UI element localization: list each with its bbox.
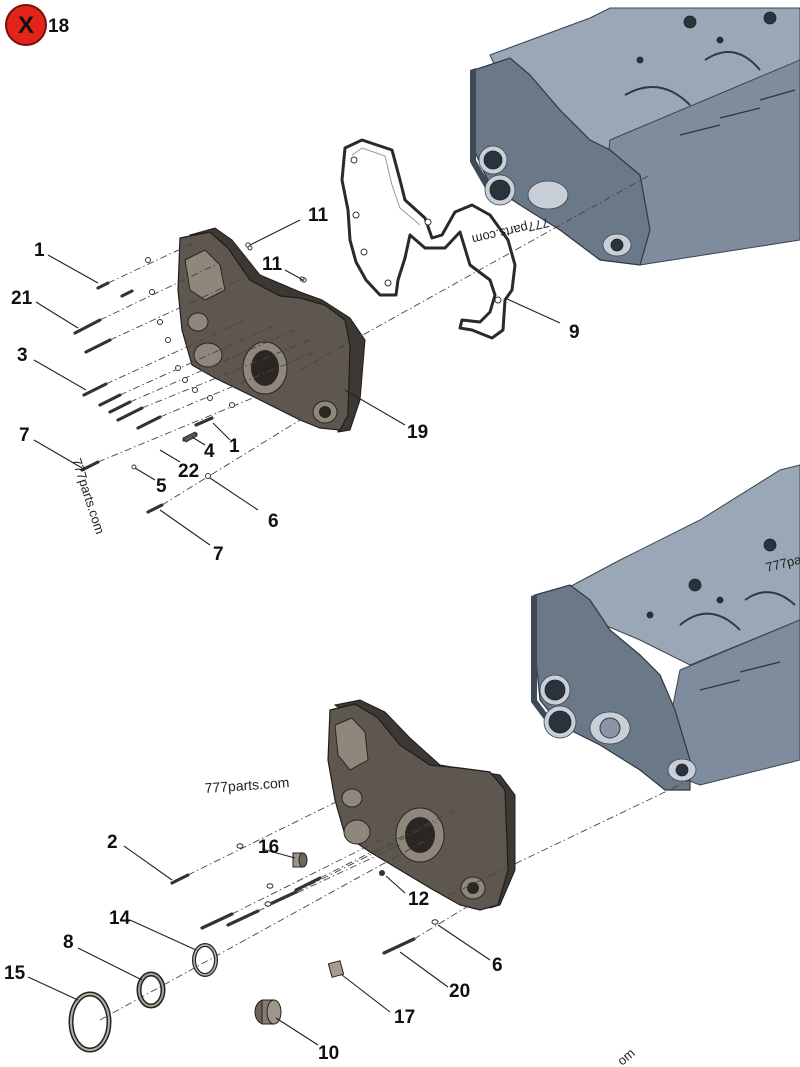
callout-5: 5 xyxy=(156,476,167,497)
callout-leaders-top xyxy=(33,219,561,546)
callout-leaders-bottom xyxy=(27,845,491,1046)
callout-6: 6 xyxy=(492,955,503,976)
callout-1: 1 xyxy=(34,240,45,261)
callout-7: 7 xyxy=(19,425,30,446)
cover-parts-bottom xyxy=(68,799,471,1053)
callout-1: 1 xyxy=(229,436,240,457)
callout-9: 9 xyxy=(569,322,580,343)
cover-bolts-top xyxy=(73,239,321,514)
close-badge-circle[interactable] xyxy=(5,4,47,46)
callout-8: 8 xyxy=(63,932,74,953)
front-cover-housing-top xyxy=(177,227,366,433)
callout-14: 14 xyxy=(109,908,131,929)
callout-7: 7 xyxy=(213,544,224,565)
callout-19: 19 xyxy=(407,422,428,443)
centerline-seal xyxy=(99,837,431,1021)
callout-11: 11 xyxy=(308,205,329,226)
callout-12: 12 xyxy=(408,889,429,910)
diagram-number: 18 xyxy=(48,16,69,37)
engine-block-top xyxy=(470,7,800,266)
front-cover-housing-bottom xyxy=(327,699,516,911)
callout-4: 4 xyxy=(204,441,215,462)
callout-21: 21 xyxy=(11,288,33,309)
callout-3: 3 xyxy=(17,345,28,366)
engine-block-bottom xyxy=(531,464,800,791)
watermark: 777pa xyxy=(764,551,800,574)
close-badge-icon[interactable]: X xyxy=(18,12,34,39)
watermark: om xyxy=(614,1045,637,1067)
watermark: 777parts.com xyxy=(204,774,290,796)
callout-15: 15 xyxy=(4,963,26,984)
callout-2: 2 xyxy=(107,832,118,853)
centerline-bottom xyxy=(449,779,691,896)
front-cover-gasket-top xyxy=(340,138,517,340)
callout-16: 16 xyxy=(258,837,279,858)
callout-10: 10 xyxy=(318,1043,339,1064)
callout-labels-top: 1 21 3 7 11 11 9 19 4 1 22 5 6 7 xyxy=(11,205,580,565)
watermark: 777parts.com xyxy=(471,215,551,247)
callout-17: 17 xyxy=(394,1007,415,1028)
callout-6: 6 xyxy=(268,511,279,532)
callout-labels-bottom: 2 16 12 14 8 15 6 20 17 10 xyxy=(4,832,503,1064)
callout-11: 11 xyxy=(262,254,283,275)
callout-22: 22 xyxy=(178,461,199,482)
close-badge[interactable]: X xyxy=(5,4,47,46)
callout-20: 20 xyxy=(449,981,470,1002)
centerline-top xyxy=(299,174,651,371)
